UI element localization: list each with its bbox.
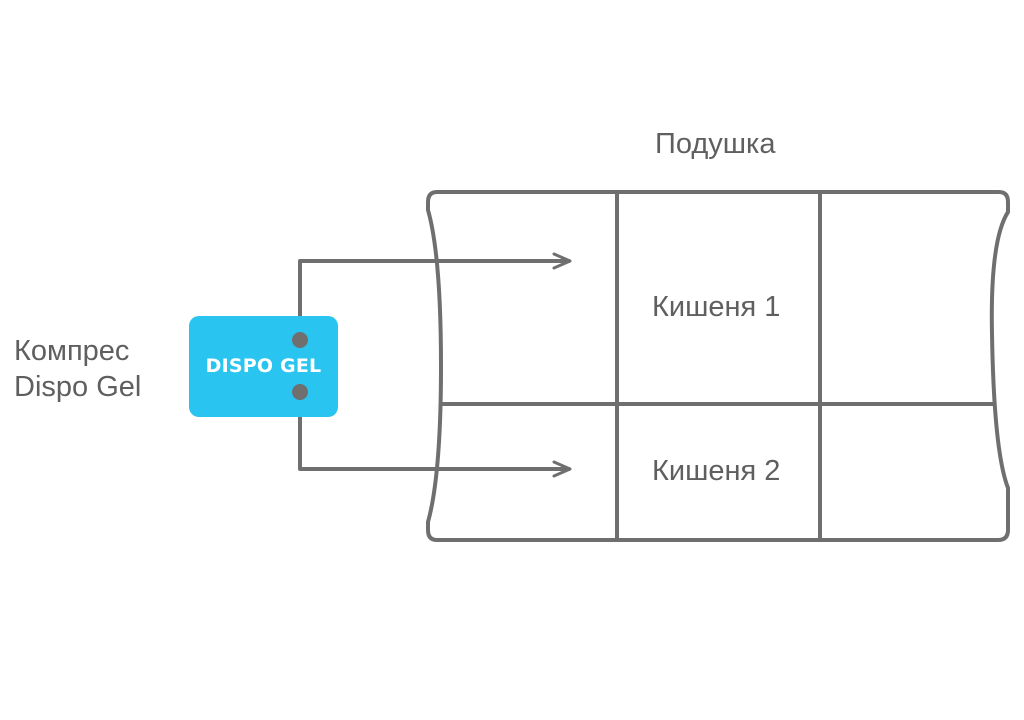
upper-connection-arrow (298, 252, 572, 340)
pillow-title: Подушка (655, 128, 776, 160)
pocket-1-label: Кишеня 1 (652, 291, 781, 323)
compress-label: Компрес Dispo Gel (14, 333, 141, 405)
compress-label-line-2: Dispo Gel (14, 371, 142, 403)
dispo-gel-box-label: DISPO GEL (205, 355, 322, 377)
lower-connection-arrow (298, 392, 572, 478)
pocket-2-label: Кишеня 2 (652, 455, 781, 487)
dispo-gel-box: DISPO GEL (189, 316, 338, 417)
compress-label-line-1: Компрес (14, 335, 130, 367)
